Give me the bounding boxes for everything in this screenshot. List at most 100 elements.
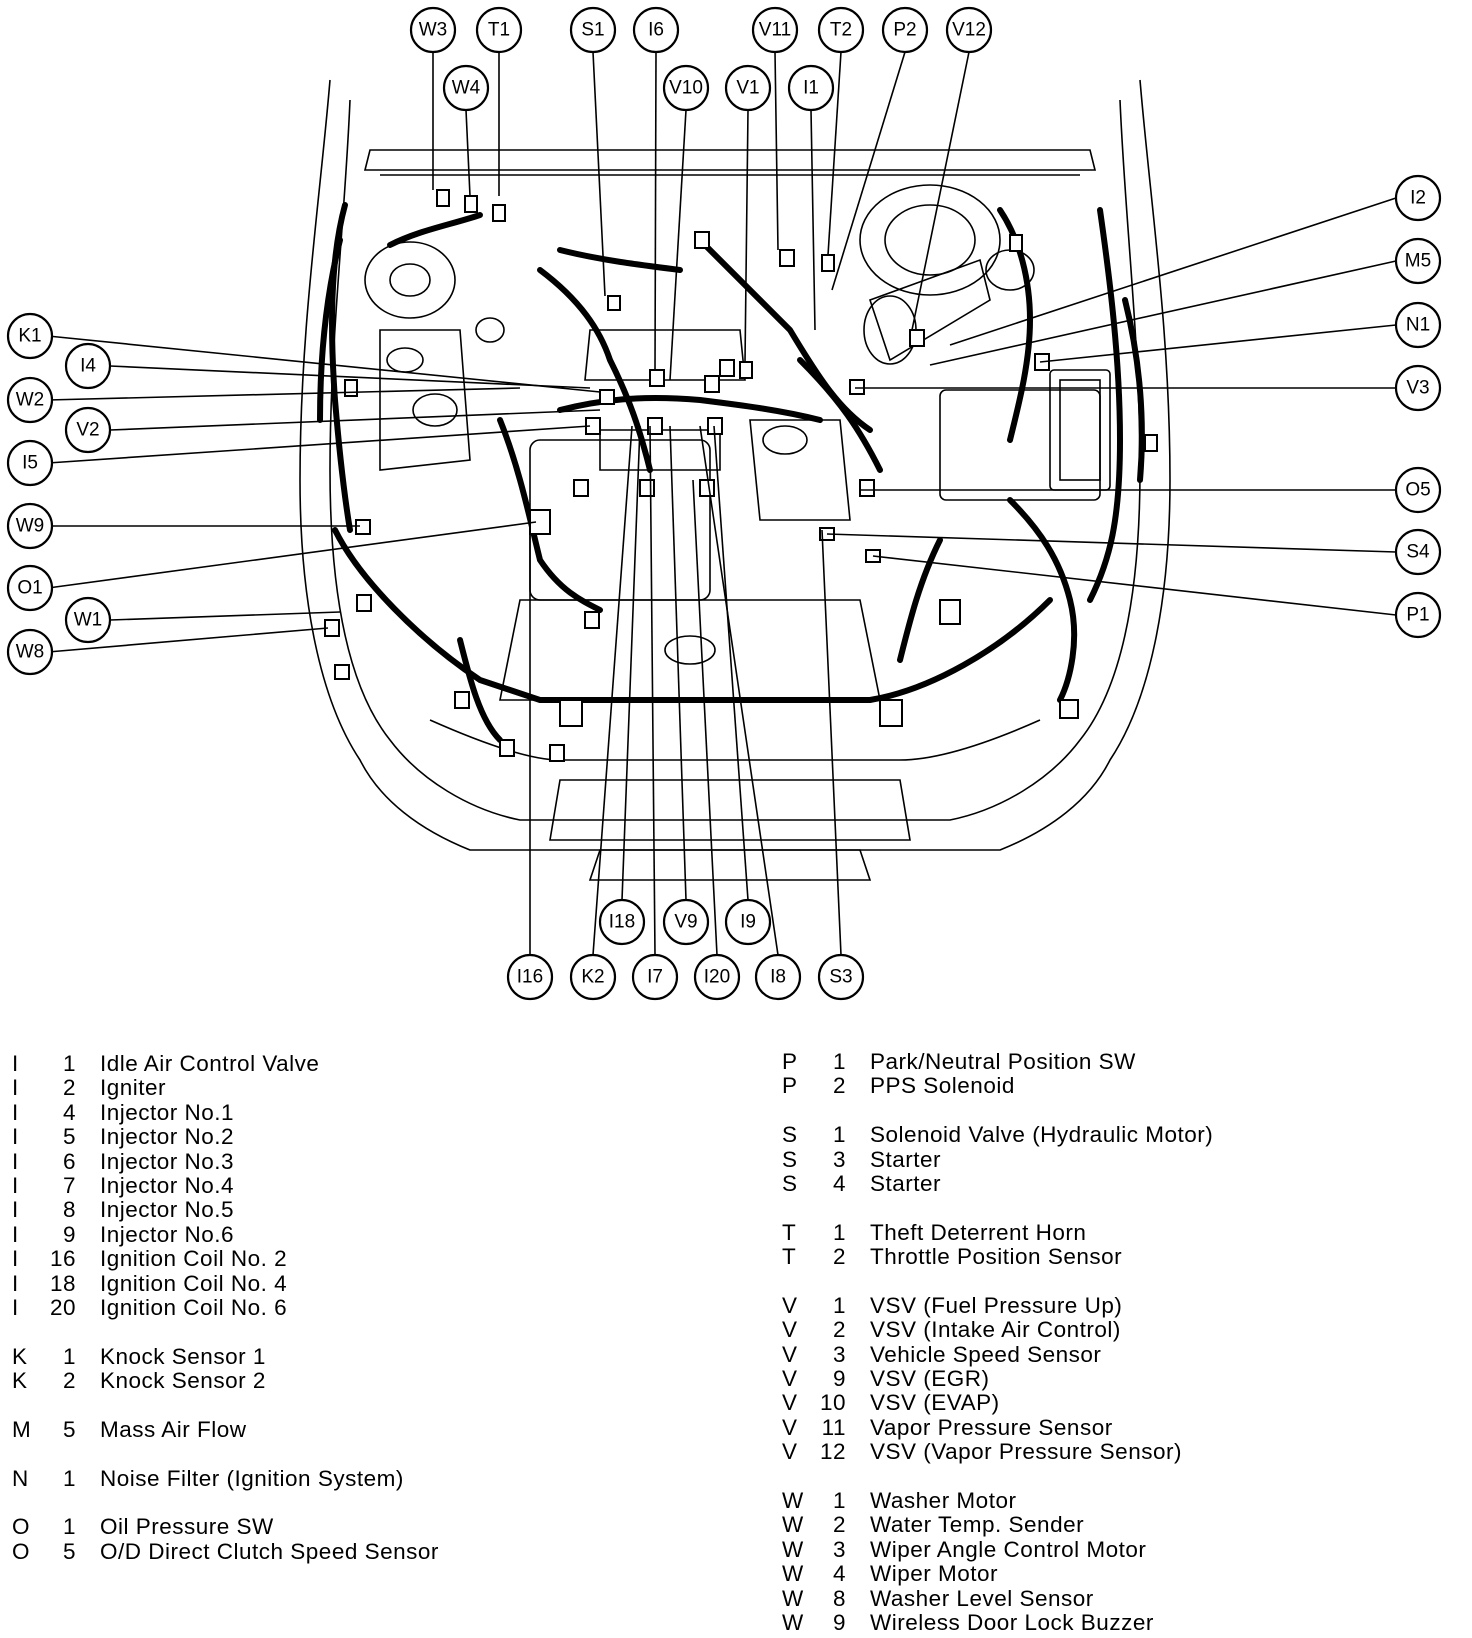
legend-letter: V	[782, 1292, 798, 1318]
callout-W9: W9	[6, 502, 54, 550]
legend-number: 2	[832, 1512, 846, 1538]
legend-letter: W	[782, 1536, 804, 1562]
legend-name: Starter	[870, 1170, 942, 1196]
legend-number: 9	[832, 1366, 846, 1392]
legend-number: 1	[832, 1122, 846, 1148]
legend-name: Mass Air Flow	[100, 1416, 247, 1442]
callout-label: W8	[16, 642, 45, 663]
legend-letter: I	[12, 1221, 19, 1247]
legend-letter: I	[12, 1099, 19, 1125]
legend-name: Theft Deterrent Horn	[870, 1219, 1087, 1245]
legend-name: VSV (Intake Air Control)	[870, 1317, 1121, 1343]
callout-I4: I4	[64, 342, 112, 390]
callout-label: O1	[17, 578, 42, 599]
legend-name: VSV (EGR)	[870, 1366, 990, 1392]
callout-I2: I2	[1394, 174, 1442, 222]
legend-number: 16	[49, 1246, 76, 1272]
legend-number: 1	[832, 1488, 846, 1514]
legend-number: 5	[62, 1124, 76, 1150]
callout-W2: W2	[6, 376, 54, 424]
legend-letter: I	[12, 1172, 19, 1198]
legend-number: 5	[62, 1416, 76, 1442]
legend-number: 1	[62, 1051, 76, 1076]
legend-letter: P	[782, 1073, 798, 1099]
callout-K2: K2	[569, 953, 617, 1001]
legend-name: Igniter	[100, 1075, 167, 1101]
callout-I1: I1	[787, 64, 835, 112]
legend-letter: I	[12, 1270, 19, 1296]
callout-label: I20	[704, 967, 730, 988]
callout-label: K2	[581, 967, 604, 988]
callout-label: I5	[22, 453, 38, 474]
callout-label: V11	[759, 20, 791, 41]
callout-T2: T2	[817, 6, 865, 54]
legend-number: 1	[62, 1343, 76, 1369]
legend-name: Starter	[870, 1146, 942, 1172]
legend-number: 20	[49, 1294, 76, 1320]
callout-label: I2	[1410, 188, 1426, 209]
callout-W4: W4	[442, 64, 490, 112]
legend-name: Knock Sensor 1	[100, 1343, 266, 1369]
legend-number: 9	[832, 1609, 846, 1635]
callout-I6: I6	[632, 6, 680, 54]
legend-number: 4	[832, 1561, 846, 1587]
legend-number: 8	[62, 1197, 76, 1223]
callout-label: V3	[1406, 378, 1429, 399]
callout-label: T2	[830, 20, 852, 41]
legend-row: M 5 Mass Air Flow	[12, 1416, 439, 1442]
callout-I8: I8	[754, 953, 802, 1001]
legend-name: Injector No.3	[100, 1148, 235, 1174]
legend-number: 1	[832, 1049, 846, 1074]
legend-name: Wireless Door Lock Buzzer	[870, 1609, 1154, 1635]
legend-name: Water Temp. Sender	[870, 1512, 1085, 1538]
legend-name: O/D Direct Clutch Speed Sensor	[100, 1538, 439, 1564]
legend-number: 10	[819, 1390, 846, 1416]
legend-letter: T	[782, 1244, 797, 1270]
callout-label: I1	[803, 78, 819, 99]
legend-spacer	[782, 1270, 1213, 1294]
callout-V2: V2	[64, 406, 112, 454]
legend-number: 1	[832, 1219, 846, 1245]
callout-V12: V12	[945, 6, 993, 54]
callout-V9: V9	[662, 898, 710, 946]
legend-name: Ignition Coil No. 2	[100, 1246, 288, 1272]
legend-letter: W	[782, 1609, 804, 1635]
callout-label: P2	[893, 20, 916, 41]
callout-label: I9	[740, 912, 756, 933]
legend-name: Injector No.6	[100, 1221, 235, 1247]
legend-letter: M	[12, 1416, 32, 1442]
connector-markers	[324, 189, 1158, 762]
legend-letter: I	[12, 1197, 19, 1223]
legend-name: Noise Filter (Ignition System)	[100, 1465, 404, 1491]
callout-label: I16	[517, 967, 543, 988]
callout-I5: I5	[6, 439, 54, 487]
legend-spacer	[12, 1442, 439, 1466]
legend-letter: O	[12, 1514, 31, 1540]
engine-compartment-diagram: W3 T1 S1 I6 V11 T2 P2 V12 W4 V10 V1 I1 I…	[6, 6, 1442, 1001]
callout-label: I7	[647, 967, 663, 988]
legend-name: Solenoid Valve (Hydraulic Motor)	[870, 1122, 1214, 1148]
legend-name: Injector No.4	[100, 1172, 235, 1198]
legend-number: 3	[832, 1341, 846, 1367]
callout-label: O5	[1405, 480, 1430, 501]
callout-label: P1	[1406, 605, 1429, 626]
